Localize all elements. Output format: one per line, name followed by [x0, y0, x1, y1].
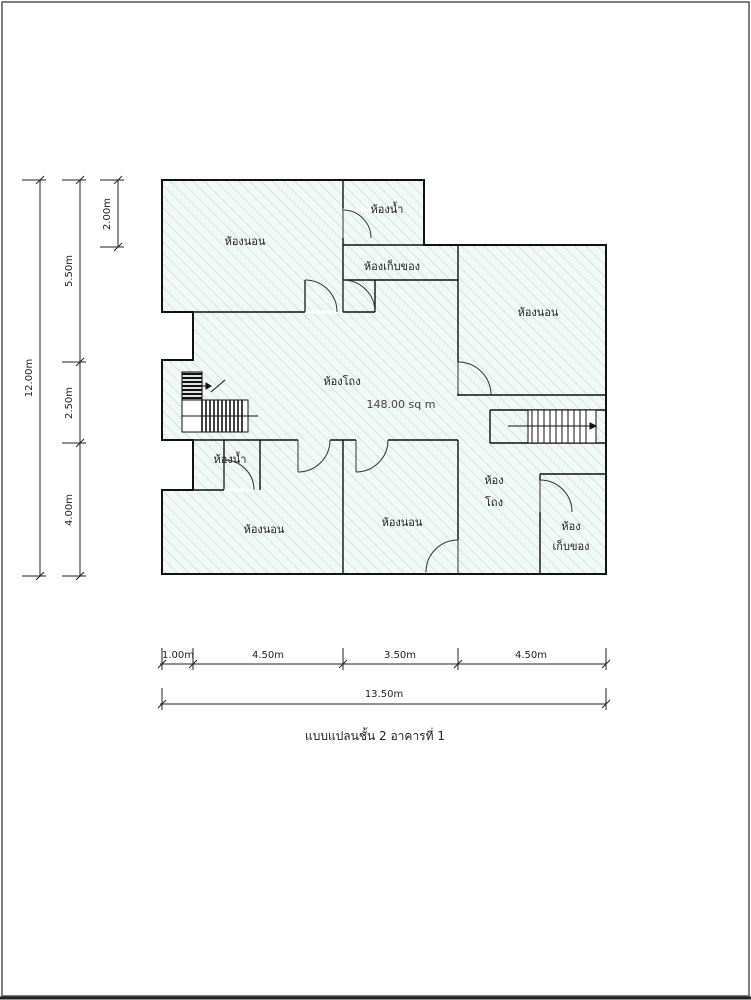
stair-right — [508, 409, 598, 444]
room-label-bedroom-right: ห้องนอน — [518, 306, 559, 319]
door-bedroom-top-left — [304, 279, 338, 314]
dim-vertical-4: 4.00m — [64, 494, 75, 526]
dim-vertical-total: 12.00m — [24, 359, 35, 397]
dim-vertical-2: 2.00m — [102, 198, 113, 230]
door-bedroom-right — [457, 361, 492, 396]
dim-horizontal-1: 1.00m — [162, 650, 194, 661]
door-bedroom-bottom-left — [297, 439, 331, 473]
room-label-bedroom-bottom-left: ห้องนอน — [244, 523, 285, 536]
door-bathroom-top — [342, 208, 375, 239]
dim-horizontal-4-5b: 4.50m — [515, 650, 547, 661]
dim-vertical-2-5: 2.50m — [64, 387, 75, 419]
room-label-bathroom-bottom: ห้องน้ำ — [214, 451, 247, 466]
vertical-dimensions — [22, 175, 124, 581]
room-label-bedroom-top-left: ห้องนอน — [225, 235, 266, 248]
floor-area-label: 148.00 sq m — [367, 398, 436, 411]
horizontal-dimensions — [157, 648, 611, 710]
doors — [223, 208, 573, 574]
room-label-hall-right-line2: โถง — [485, 495, 503, 509]
plan-title: แบบแปลนชั้น 2 อาคารที่ 1 — [305, 727, 445, 743]
room-label-hall-right-line1: ห้อง — [484, 474, 503, 487]
stair-left — [181, 371, 258, 433]
door-hall-right — [425, 539, 459, 574]
dim-horizontal-4-5a: 4.50m — [252, 650, 284, 661]
room-label-storage-top: ห้องเก็บของ — [364, 259, 420, 273]
door-storage-right — [539, 479, 573, 513]
door-storage-top — [342, 279, 376, 313]
floor-area — [162, 180, 606, 574]
room-label-bedroom-bottom-mid: ห้องนอน — [382, 516, 423, 529]
room-label-hall-main: ห้องโถง — [323, 374, 360, 388]
room-label-storage-right-line1: ห้อง — [561, 520, 580, 533]
room-label-storage-right-line2: เก็บของ — [553, 539, 590, 553]
dim-horizontal-3-5: 3.50m — [384, 650, 416, 661]
dim-horizontal-total: 13.50m — [365, 689, 403, 700]
door-bathroom-bottom — [223, 459, 255, 492]
door-bedroom-bottom-mid — [355, 439, 389, 473]
dim-vertical-5-5: 5.50m — [64, 255, 75, 287]
room-label-bathroom-top: ห้องน้ำ — [371, 201, 404, 216]
